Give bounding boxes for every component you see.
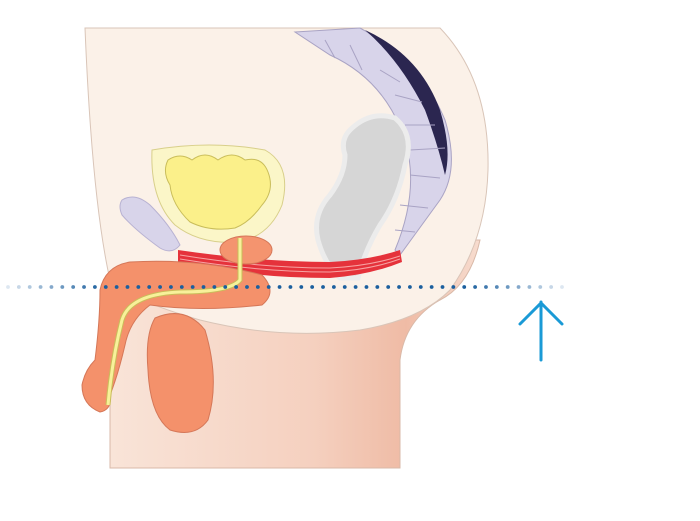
dot <box>212 285 217 289</box>
dot <box>505 285 510 289</box>
scrotum <box>146 313 214 433</box>
dot <box>397 285 401 289</box>
dot <box>93 285 97 289</box>
up-arrow-icon <box>518 300 564 362</box>
dot <box>418 285 423 289</box>
dot <box>462 285 467 289</box>
spinal-canal <box>365 30 448 175</box>
pubic-bone <box>119 196 181 252</box>
prostate <box>219 235 273 265</box>
dot <box>429 285 434 289</box>
dot <box>125 285 130 289</box>
vertebra-lines <box>324 39 446 233</box>
dotted-reference-line <box>6 285 564 289</box>
dot <box>538 285 543 289</box>
dot <box>277 285 282 289</box>
dot <box>375 285 380 289</box>
dot <box>484 285 488 289</box>
dot <box>201 285 206 289</box>
dot <box>190 285 195 289</box>
dot <box>16 285 21 289</box>
dot <box>103 285 108 289</box>
dot <box>82 285 86 289</box>
dot <box>114 285 119 289</box>
dot <box>288 285 293 289</box>
dot <box>408 285 412 289</box>
dot <box>299 285 304 289</box>
dot <box>71 285 76 289</box>
dot <box>451 285 456 289</box>
dot <box>60 285 65 289</box>
dot <box>440 285 445 289</box>
dot <box>234 285 239 289</box>
dot <box>6 285 10 289</box>
dot <box>364 285 369 289</box>
dot <box>245 285 249 289</box>
dot <box>516 285 521 289</box>
dot <box>527 285 532 289</box>
dot <box>331 285 336 289</box>
dot <box>494 285 499 289</box>
dot <box>549 285 554 289</box>
dot <box>473 285 477 289</box>
dot <box>169 285 173 289</box>
dot <box>342 285 347 289</box>
dot <box>49 285 54 289</box>
dot <box>136 285 141 289</box>
dot <box>147 285 152 289</box>
dot <box>255 285 260 289</box>
dot <box>560 285 564 289</box>
dot <box>386 285 391 289</box>
dot <box>321 285 325 289</box>
dot <box>179 285 184 289</box>
bladder-lumen <box>164 154 271 230</box>
dot <box>353 285 358 289</box>
muscle-fibers <box>179 254 401 273</box>
dot <box>27 285 32 289</box>
dot <box>38 285 43 289</box>
dot <box>158 285 162 289</box>
dot <box>310 285 315 289</box>
rectum <box>314 113 411 281</box>
dot <box>266 285 271 289</box>
dot <box>223 285 228 289</box>
